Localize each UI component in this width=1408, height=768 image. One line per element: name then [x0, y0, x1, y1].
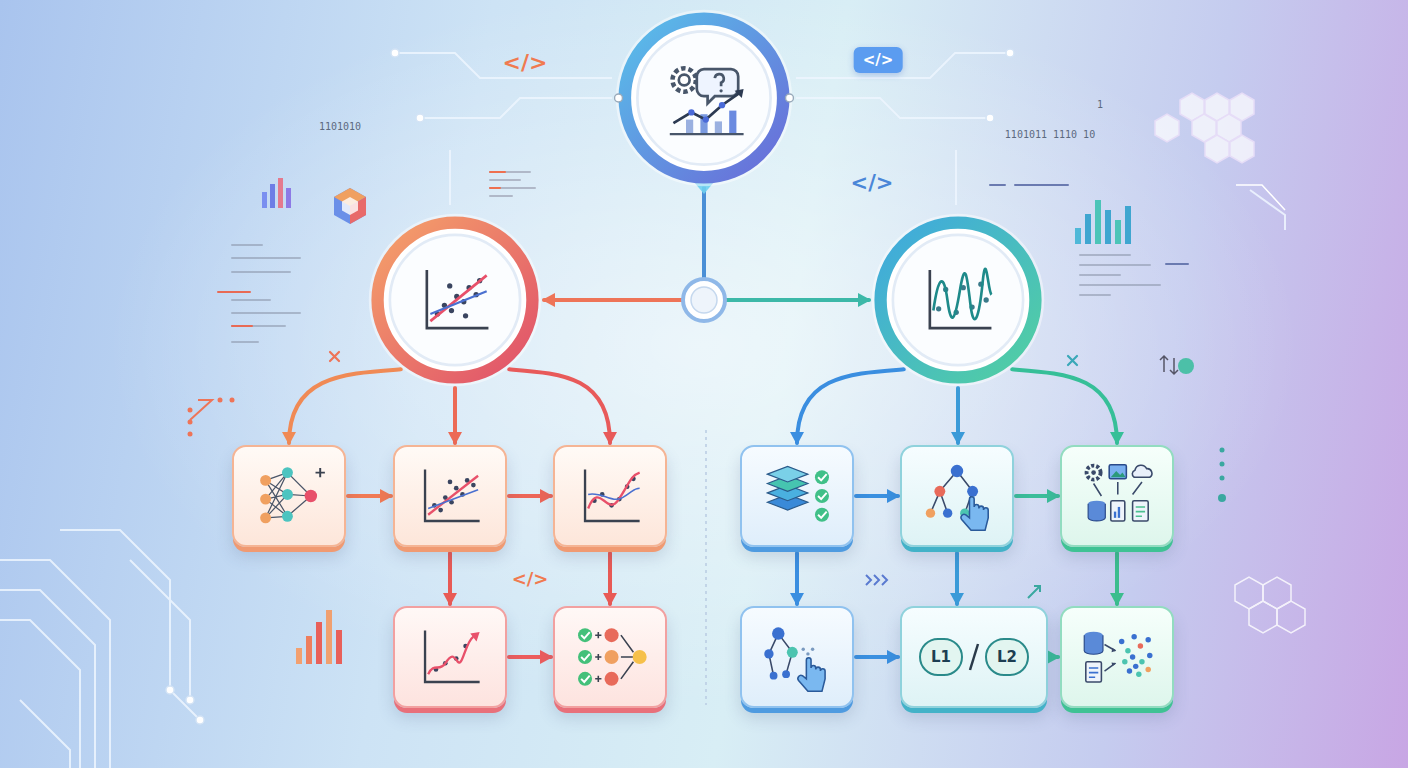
node-icon [407, 457, 493, 535]
flow-arrow [1012, 369, 1117, 443]
node-icon [1074, 457, 1160, 535]
node-icon [754, 457, 840, 535]
step-box [740, 606, 854, 708]
step-box [1060, 445, 1174, 547]
model-circle [367, 212, 543, 388]
flow-arrow [856, 657, 898, 658]
code-symbol: </> [512, 568, 549, 589]
flow-arrow [509, 369, 610, 443]
step-box [553, 445, 667, 547]
connector-line [726, 298, 869, 302]
flow-arrow [797, 553, 798, 604]
connector-line [702, 188, 706, 280]
step-box [393, 606, 507, 708]
flow-arrow [450, 553, 451, 604]
code-symbol: </> [851, 171, 894, 195]
connector-line [856, 494, 898, 498]
step-box [553, 606, 667, 708]
node-icon [407, 618, 493, 696]
connector-line [1012, 369, 1117, 443]
flow-arrow [455, 388, 456, 443]
flow-arrow [958, 388, 959, 443]
connector-line [856, 655, 898, 659]
connector-line [955, 553, 959, 604]
step-box [393, 445, 507, 547]
node-icon [659, 53, 749, 143]
connector-line [1050, 655, 1058, 659]
node-icon [914, 256, 1002, 344]
step-box [740, 445, 854, 547]
connector-line [509, 369, 610, 443]
flow-arrow [610, 553, 611, 604]
step-box [232, 445, 346, 547]
code-badge: </> [854, 47, 903, 73]
connector-line [509, 655, 551, 659]
connector-line [795, 553, 799, 604]
step-box: L1 L2 [900, 606, 1048, 708]
model-circle [870, 212, 1046, 388]
connector-line [608, 553, 612, 604]
connector-line [509, 494, 551, 498]
flow-arrow [704, 188, 869, 300]
flow-arrow [544, 188, 704, 300]
flow-arrow [509, 657, 551, 658]
node-icon [914, 457, 1000, 535]
connector-line [544, 298, 682, 302]
step-box [900, 445, 1014, 547]
connector-line [453, 388, 457, 443]
flow-arrow [856, 496, 898, 497]
connector-line [1016, 494, 1058, 498]
flow-arrow [289, 369, 401, 443]
flow-arrow [1117, 553, 1118, 604]
connector-line [1115, 553, 1119, 604]
node-icon [1074, 618, 1160, 696]
node-icon [754, 618, 840, 696]
connector-line [289, 369, 401, 443]
flow-arrow [797, 369, 904, 443]
model-circle [614, 8, 794, 188]
flow-arrow [1050, 657, 1058, 658]
binary-text: 1101011 1110 10 [1005, 129, 1095, 140]
flow-arrow [957, 553, 958, 604]
circle-outline [614, 8, 794, 188]
connector-line [956, 388, 960, 443]
connector-line [702, 188, 706, 280]
flow-arrow [1016, 496, 1058, 497]
binary-text: 1101010 [319, 121, 361, 132]
node-icon [567, 618, 653, 696]
binary-text: 1 [1097, 99, 1103, 110]
slash-mark [967, 642, 981, 672]
flow-arrow [348, 496, 391, 497]
connector-line [448, 553, 452, 604]
node-icon [411, 256, 499, 344]
node-icon [567, 457, 653, 535]
connector-line [797, 369, 904, 443]
node-label: L2 [985, 638, 1029, 676]
flow-arrow [509, 496, 551, 497]
connector-line [348, 494, 391, 498]
node-label: L1 [919, 638, 963, 676]
step-box [1060, 606, 1174, 708]
code-symbol: </> [503, 50, 548, 75]
node-icon [246, 457, 332, 535]
